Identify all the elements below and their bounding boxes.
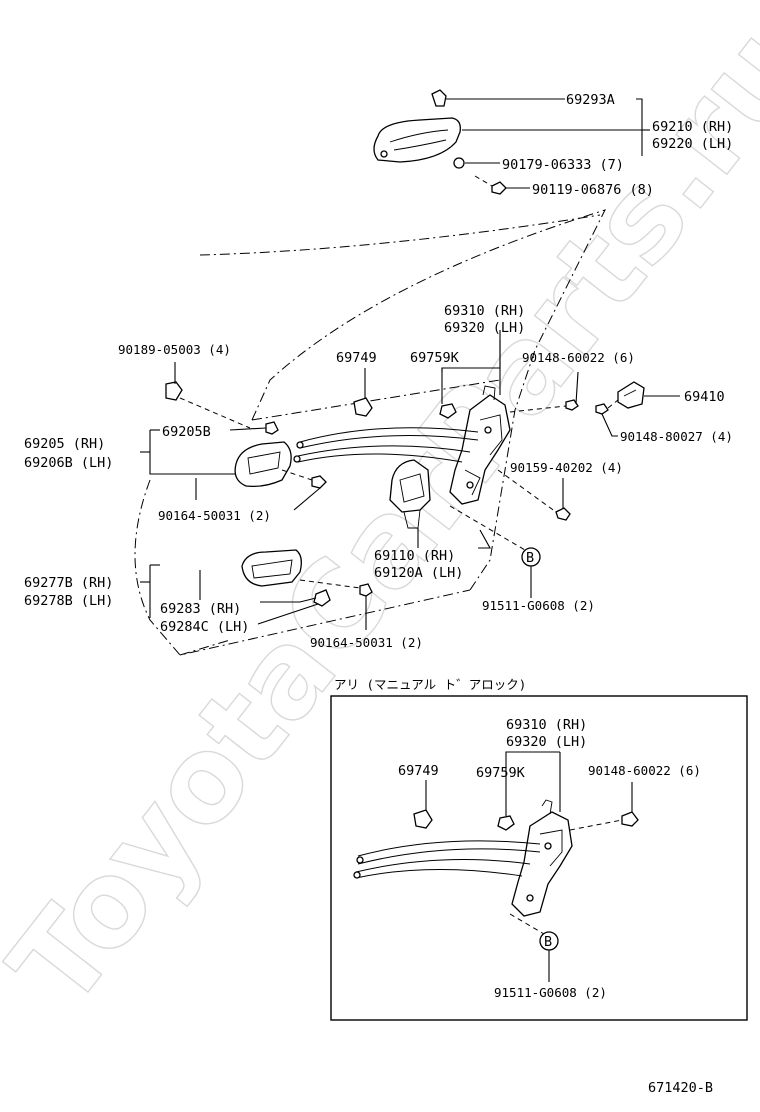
- screw-icon: [265, 421, 279, 435]
- grommet-icon: [165, 381, 183, 401]
- label-69205b: 69205B: [162, 424, 211, 440]
- door-lock-icon: [449, 394, 511, 505]
- clip-icon: [313, 589, 331, 607]
- inside-handle-group: [140, 421, 327, 511]
- bolt-icon: [491, 181, 507, 195]
- label-69120a: 69120A (LH): [374, 565, 463, 581]
- screw-icon: [565, 399, 579, 411]
- label-69277b: 69277B (RH): [24, 575, 113, 591]
- label-69284c: 69284C (LH): [160, 619, 249, 635]
- handle-cap-icon: [431, 89, 447, 107]
- screw-icon: [621, 811, 639, 827]
- screw-icon: [311, 475, 327, 489]
- label-90119: 90119-06876 (8): [532, 182, 654, 198]
- label-90148-80027: 90148-80027 (4): [620, 429, 733, 444]
- clip-icon: [439, 403, 457, 419]
- label-69320: 69320 (LH): [444, 320, 525, 336]
- nut-icon: [453, 157, 465, 169]
- diagram-code: 671420-B: [648, 1080, 713, 1096]
- label-69278b: 69278B (LH): [24, 593, 113, 609]
- screw-icon: [595, 403, 609, 415]
- label-69759k: 69759K: [410, 350, 460, 366]
- inset-frame: [330, 695, 748, 1021]
- inset-label-69310: 69310 (RH): [506, 717, 587, 733]
- label-69206b: 69206B (LH): [24, 455, 113, 471]
- lock-control-group: [389, 459, 491, 549]
- inset-caption: アリ (マニュアル ト゛アロック): [334, 677, 526, 692]
- outside-handle-group: [373, 89, 650, 195]
- label-91511-a: 91511-G0608 (2): [482, 598, 595, 613]
- label-69210: 69210 (RH): [652, 119, 733, 135]
- label-69310: 69310 (RH): [444, 303, 525, 319]
- door-outline: [134, 209, 606, 656]
- striker-icon: [617, 381, 645, 409]
- clip-icon: [353, 397, 373, 417]
- inside-handle-icon: [234, 441, 292, 488]
- label-69410: 69410: [684, 389, 725, 405]
- door-lock-assembly: [293, 385, 511, 505]
- inset-label-69320: 69320 (LH): [506, 734, 587, 750]
- clip-icon: [497, 815, 515, 831]
- label-69205: 69205 (RH): [24, 436, 105, 452]
- label-69283: 69283 (RH): [160, 601, 241, 617]
- label-69110: 69110 (RH): [374, 548, 455, 564]
- inset-label-91511: 91511-G0608 (2): [494, 985, 607, 1000]
- outside-handle-icon: [373, 117, 461, 163]
- inset-lock-group: B: [353, 751, 639, 982]
- clip-icon: [413, 809, 433, 829]
- label-90164-b: 90164-50031 (2): [310, 635, 423, 650]
- label-90179: 90179-06333 (7): [502, 157, 624, 173]
- door-lock-icon: [511, 811, 573, 917]
- lock-knob-group: [140, 549, 373, 630]
- label-90148-60022: 90148-60022 (6): [522, 350, 635, 365]
- screw-icon: [555, 507, 571, 521]
- inside-lock-knob-icon: [241, 549, 302, 587]
- label-90189: 90189-05003 (4): [118, 342, 231, 357]
- label-69749: 69749: [336, 350, 377, 366]
- outside-lock-cylinder-icon: [389, 459, 431, 513]
- label-69293a: 69293A: [566, 92, 615, 108]
- inset-label-90148: 90148-60022 (6): [588, 763, 701, 778]
- label-90164-a: 90164-50031 (2): [158, 508, 271, 523]
- marker-b-text: B: [544, 934, 552, 950]
- screw-icon: [359, 583, 373, 597]
- label-69220: 69220 (LH): [652, 136, 733, 152]
- inset-label-69759k: 69759K: [476, 765, 526, 781]
- label-90159: 90159-40202 (4): [510, 460, 623, 475]
- striker-group: [595, 381, 680, 437]
- inset-label-69749: 69749: [398, 763, 439, 779]
- marker-b-text: B: [526, 550, 534, 566]
